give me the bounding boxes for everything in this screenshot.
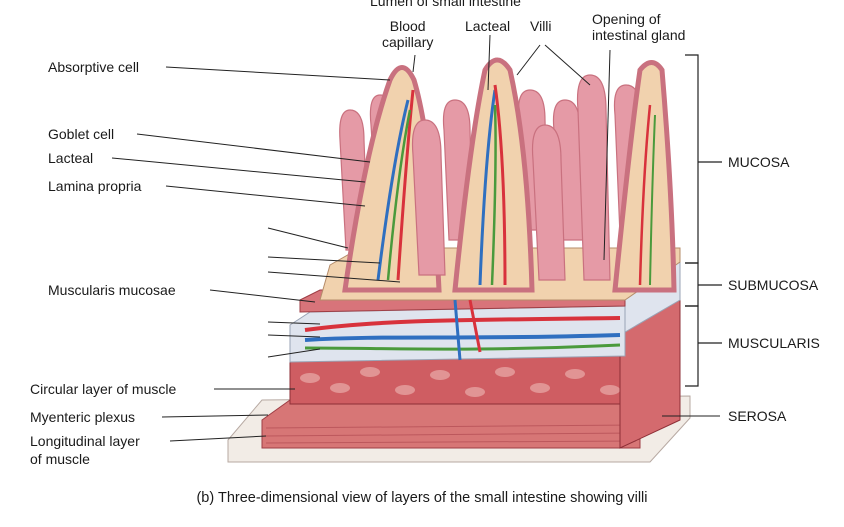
foreground-villi — [411, 74, 611, 281]
absorptive-cell-label: Absorptive cell — [48, 59, 140, 75]
circular-layer-label: Circular layer of muscle — [30, 381, 177, 397]
mucosa-label: MUCOSA — [728, 154, 790, 170]
lamina-propria-label: Lamina propria — [48, 178, 142, 194]
lacteal-top-label: Lacteal — [465, 18, 511, 34]
figure-caption: (b) Three-dimensional view of layers of … — [196, 490, 648, 506]
villi-label: Villi — [530, 18, 552, 34]
blood-capillary-label: Blood capillary — [382, 18, 434, 50]
circular-muscle-cells — [300, 367, 620, 397]
lacteal-left-label: Lacteal — [48, 150, 94, 166]
myenteric-plexus-label: Myenteric plexus — [30, 409, 136, 425]
gland-opening-label: Opening of intestinal gland — [592, 11, 686, 43]
sectioned-villus-right — [612, 60, 677, 293]
submucosa-label: SUBMUCOSA — [728, 277, 819, 293]
lumen-label: Lumen of small intestine — [370, 0, 521, 9]
longitudinal-fibers — [265, 424, 637, 444]
muscularis-label: MUSCULARIS — [728, 335, 820, 351]
layer-brackets — [685, 54, 722, 387]
sectioned-villus-middle — [452, 57, 535, 293]
submucosal-vessels — [304, 299, 621, 361]
sectioned-villus-left — [342, 65, 442, 293]
leader-lines — [111, 34, 720, 442]
serosa-label: SEROSA — [728, 408, 787, 424]
goblet-cell-label: Goblet cell — [48, 126, 115, 142]
muscularis-mucosae-label: Muscularis mucosae — [48, 282, 176, 298]
longitudinal-layer-label-line2: of muscle — [30, 451, 90, 467]
longitudinal-layer-label: Longitudinal layer — [30, 433, 140, 449]
